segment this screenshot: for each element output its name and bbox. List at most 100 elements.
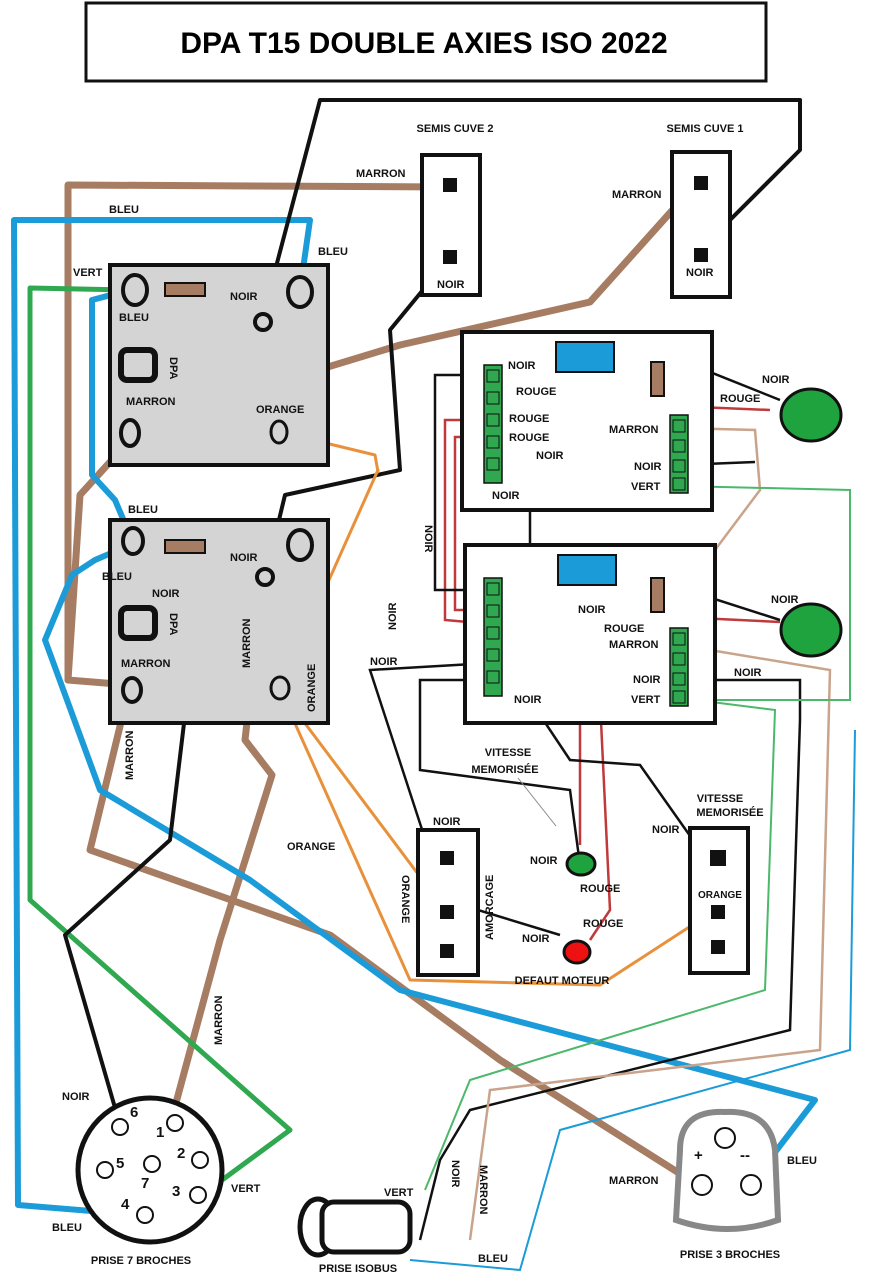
semis-cuve-1-title: SEMIS CUVE 1 — [666, 123, 743, 135]
wire-labels: NOIR NOIR NOIR MARRON MARRON ORANGE — [124, 525, 434, 1045]
semis-cuve-1: SEMIS CUVE 1 MARRON NOIR — [612, 123, 744, 299]
prise-7-pin-7 — [143, 1155, 161, 1173]
semis-cuve-2-noir-label: NOIR — [437, 279, 465, 291]
relay-2-terminal-pin — [672, 632, 686, 646]
relay-2-vert-label: VERT — [631, 694, 661, 706]
relay-2-terminal-right — [669, 627, 689, 707]
semis-cuve-1-pin-top — [694, 176, 708, 190]
prise-7-pin-label-4: 4 — [121, 1196, 130, 1213]
relay-1-terminal-pin — [486, 369, 500, 383]
prise-7-pin-3 — [189, 1186, 207, 1204]
dpa-2-label: DPA — [167, 613, 179, 635]
relay-2-terminal-pin — [486, 604, 500, 618]
dpa-2-socket-marron — [286, 528, 314, 562]
relay-1-noir-mid-label: NOIR — [536, 450, 564, 462]
led-green-indicator — [565, 851, 597, 877]
amorcage-pin-3 — [440, 944, 454, 958]
dpa-2-socket-marron-left — [121, 676, 143, 704]
relay-1-terminal-right — [669, 414, 689, 494]
relay-1-led-indicator — [779, 387, 843, 443]
relay-1-terminal-pin — [486, 391, 500, 405]
dpa-2-bleu-under-label: BLEU — [102, 571, 132, 583]
relay-module-2: NOIR NOIR ROUGE MARRON NOIR NOIR VERT NO… — [463, 543, 843, 725]
prise-7-pin-label-6: 6 — [130, 1104, 138, 1121]
semis-cuve-2-connector — [420, 153, 482, 297]
noir-vertical-label-2: NOIR — [387, 602, 399, 630]
relay-2-marron-label: MARRON — [609, 639, 659, 651]
relay-1-noir-top-label: NOIR — [508, 360, 536, 372]
vitesse-labels: VITESSE MEMORISÉE VITESSE MEMORISÉE — [471, 747, 764, 827]
marron-vertical-label: MARRON — [124, 730, 136, 780]
wire-noir-cuve1 — [260, 98, 802, 322]
thin-vert-isobus — [424, 697, 777, 1191]
amorcage-connector: NOIR ORANGE AMORCAGE — [399, 816, 496, 977]
relay-1-rouge-3-label: ROUGE — [509, 432, 549, 444]
prise-7-pin-label-3: 3 — [172, 1183, 180, 1200]
dpa-2-sensor — [118, 605, 158, 641]
relay-2-terminal-left — [483, 577, 503, 697]
wire-marron-cuve2 — [64, 181, 454, 684]
prise-7-pin-label-2: 2 — [177, 1145, 185, 1162]
prise-3-pin-top — [714, 1127, 736, 1149]
prise-7-pin-2 — [191, 1151, 209, 1169]
relay-1-rouge-1-label: ROUGE — [516, 386, 556, 398]
isobus-bleu-label: BLEU — [478, 1253, 508, 1265]
relay-2-noir-right-2-label: NOIR — [734, 667, 762, 679]
relay-1-fuse — [650, 361, 665, 397]
prise-3-title: PRISE 3 BROCHES — [680, 1249, 780, 1261]
relay-2-noir-right-1-label: NOIR — [633, 674, 661, 686]
relay-2-fuse — [650, 577, 665, 613]
relay-2-terminal-pin — [486, 582, 500, 596]
dpa-1-socket-orange — [269, 419, 289, 445]
wire-vert-prise7 — [27, 285, 293, 1203]
prise-3-minus-label: -- — [740, 1147, 750, 1164]
prise-3-broches: + -- MARRON BLEU PRISE 3 BROCHES — [609, 1108, 817, 1261]
dpa-module-1: DPA VERT BLEU BLEU NOIR MARRON ORANGE BL… — [73, 204, 348, 467]
dpa-2-marron-right-label: MARRON — [241, 618, 253, 668]
relay-1-terminal-pin — [486, 413, 500, 427]
prise-3-body — [672, 1108, 782, 1232]
title-block: DPA T15 DOUBLE AXIES ISO 2022 — [84, 1, 768, 83]
title-frame — [84, 1, 768, 83]
dpa-1-body — [108, 263, 330, 467]
relay-1-rouge-right-label: ROUGE — [720, 393, 760, 405]
prise-7-noir-label: NOIR — [62, 1091, 90, 1103]
amorcage-noir-label: NOIR — [433, 816, 461, 828]
led-green-noir-label: NOIR — [530, 855, 558, 867]
relay-2-led-noir-label: NOIR — [771, 594, 799, 606]
relay-2-terminal-pin — [672, 652, 686, 666]
vitesse-orange-label: ORANGE — [698, 890, 742, 901]
relay-1-marron-label: MARRON — [609, 424, 659, 436]
thin-vert-1 — [679, 485, 851, 701]
relay-1-terminal-block-right — [669, 414, 689, 494]
wire-marron-dpa-link — [64, 436, 134, 689]
amorcage-pin-1 — [440, 851, 454, 865]
wire-bleu-dpa-link — [89, 287, 135, 543]
prise-7-pin-4 — [136, 1206, 154, 1224]
thin-noir-3 — [418, 678, 582, 866]
dpa-2-bleu-top-label: BLEU — [128, 504, 158, 516]
relay-1-rouge-2-label: ROUGE — [509, 413, 549, 425]
dpa-2-fuse — [164, 539, 206, 554]
isobus-noir-label: NOIR — [449, 1160, 461, 1188]
semis-cuve-2-title: SEMIS CUVE 2 — [416, 123, 493, 135]
thin-bleu-isobus — [409, 729, 856, 1272]
bleu-top-wire-label: BLEU — [109, 204, 139, 216]
led-green-rouge-label: ROUGE — [580, 883, 620, 895]
amorcage-label: AMORCAGE — [484, 875, 496, 940]
led-red-label: DEFAUT MOTEUR — [515, 975, 610, 987]
dpa-1-orange-label: ORANGE — [256, 404, 304, 416]
prise-7-bleu-label: BLEU — [52, 1222, 82, 1234]
relay-2-terminal-pin — [486, 648, 500, 662]
isobus-body — [319, 1199, 413, 1255]
dpa-2-socket-orange — [269, 675, 291, 701]
relay-1-noir-bottom-label: NOIR — [492, 490, 520, 502]
noir-horizontal-label: NOIR — [370, 656, 398, 668]
dpa-1-sensor — [118, 347, 158, 383]
vitesse-connector: NOIR ORANGE — [652, 824, 750, 975]
vitesse-1-line2: MEMORISÉE — [471, 763, 538, 776]
relay-2-terminal-pin — [486, 626, 500, 640]
relay-1-noir-right-label: NOIR — [634, 461, 662, 473]
marron-long-label: MARRON — [213, 995, 225, 1045]
